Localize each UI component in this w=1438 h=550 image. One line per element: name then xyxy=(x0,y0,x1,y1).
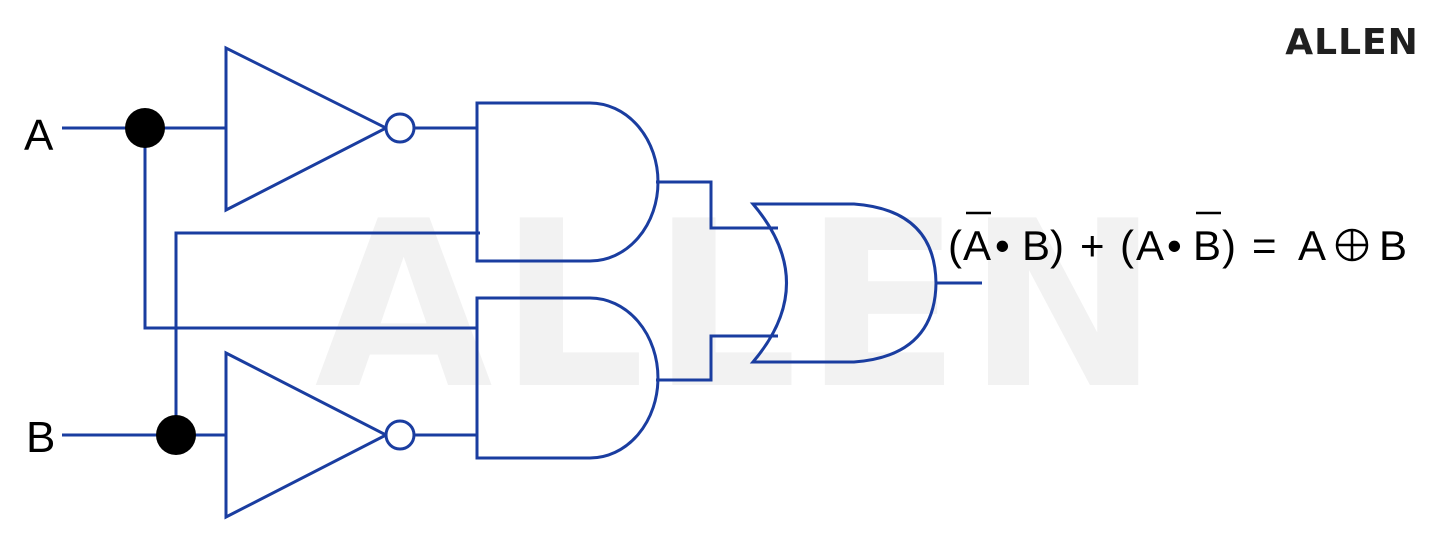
input-b-label: B xyxy=(26,413,55,462)
wire-and2-to-or xyxy=(656,334,778,382)
expr-b-bar: B xyxy=(1193,222,1221,269)
and-gate-top xyxy=(475,101,660,263)
expr-open-paren-2: ( xyxy=(1120,222,1134,269)
expr-equals: = xyxy=(1252,222,1277,269)
expr-dot-1: • xyxy=(995,222,1010,269)
expr-a-3: A xyxy=(1298,222,1326,269)
expr-a-bar: A xyxy=(963,222,991,269)
wires xyxy=(62,126,982,437)
wire-a-branch xyxy=(143,128,477,330)
expr-b-3: B xyxy=(1379,222,1407,269)
not-gate-b xyxy=(224,350,416,520)
junction-b xyxy=(156,415,196,455)
xor-symbol-icon xyxy=(1335,228,1369,262)
expr-b-1: B xyxy=(1022,222,1050,269)
expr-plus: + xyxy=(1080,222,1105,269)
brand-logo: ALLEN xyxy=(1285,22,1418,63)
wire-b-branch xyxy=(174,231,480,435)
expr-a-2: A xyxy=(1136,222,1164,269)
not-b-bubble xyxy=(384,419,416,451)
not-gate-a xyxy=(224,45,416,213)
expr-close-paren-1: ) xyxy=(1050,222,1064,269)
input-a-label: A xyxy=(24,111,54,160)
expr-close-paren-2: ) xyxy=(1222,222,1236,269)
output-expression: ( A • B ) + ( A • B ) = A B xyxy=(948,211,1407,269)
junction-a xyxy=(125,108,165,148)
expr-open-paren-1: ( xyxy=(948,222,962,269)
wire-and1-to-or xyxy=(656,180,778,230)
or-gate xyxy=(749,202,938,364)
watermark: ALLEN xyxy=(315,173,1166,440)
and-gate-bottom xyxy=(475,296,660,460)
expr-dot-2: • xyxy=(1167,222,1182,269)
not-a-bubble xyxy=(384,112,416,144)
